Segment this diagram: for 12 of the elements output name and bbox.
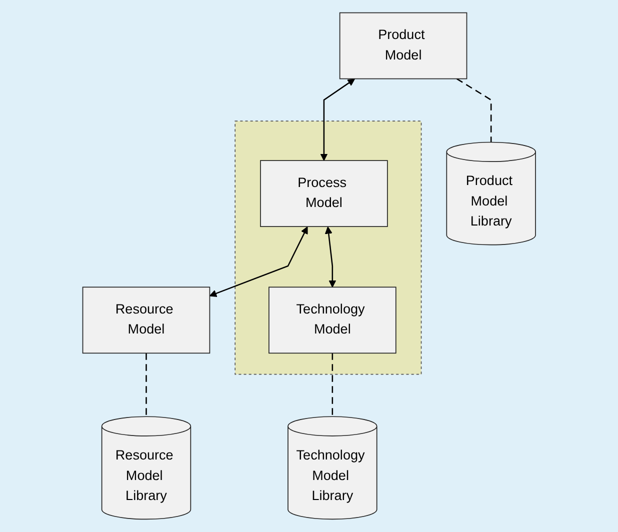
node-box [82,286,210,354]
connector [456,78,492,142]
connector [332,353,333,417]
diagram: Product Model Process Model Technology Model Resource Model Product Model Library Technology Model Library Resource Model Library [76,6,542,526]
node-box [339,12,468,80]
connector [145,353,147,417]
arrow [320,78,355,161]
cluster [234,120,422,375]
arrow [209,226,308,297]
arrow [324,226,336,288]
node-box [268,286,396,354]
node-box [260,160,388,227]
